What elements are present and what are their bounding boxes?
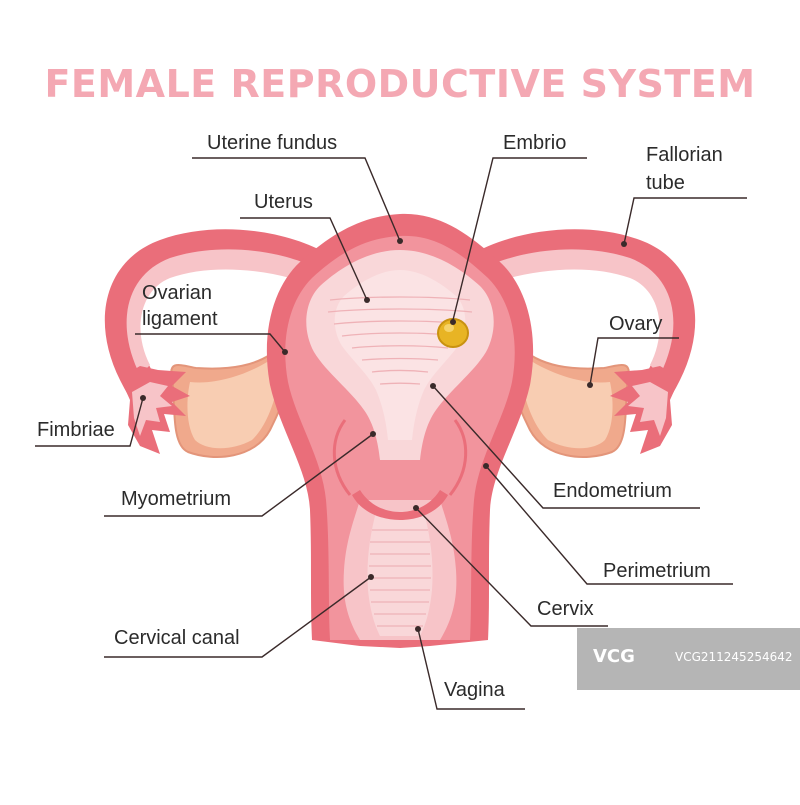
label-cervix: Cervix [537,598,594,620]
label-ovary: Ovary [609,313,663,335]
label-uterus: Uterus [254,191,313,213]
label-embrio: Embrio [503,132,567,154]
label-vagina: Vagina [444,679,505,701]
label-cervical-canal: Cervical canal [114,627,240,649]
cervix [352,490,448,520]
label-ovarian-ligament-line1: Ovarian [142,282,213,304]
label-myometrium: Myometrium [121,488,232,510]
label-fallorian-tube-line1: Fallorian [646,144,723,166]
watermark: VCG VCG211245254642 [577,628,800,690]
label-ovarian-ligament-line2: ligament [142,308,218,330]
watermark-logo: VCG [593,646,635,667]
label-endometrium: Endometrium [553,480,672,502]
leader-lines [35,157,747,710]
label-uterine-fundus: Uterine fundus [207,132,338,154]
diagram-title: FEMALE REPRODUCTIVE SYSTEM [44,62,756,106]
leader-dots [140,238,627,632]
watermark-id: VCG211245254642 [675,650,793,664]
vaginal-rugae [369,529,431,627]
label-perimetrium: Perimetrium [603,560,711,582]
label-fimbriae: Fimbriae [37,419,115,441]
label-fallorian-tube-line2: tube [646,172,685,194]
